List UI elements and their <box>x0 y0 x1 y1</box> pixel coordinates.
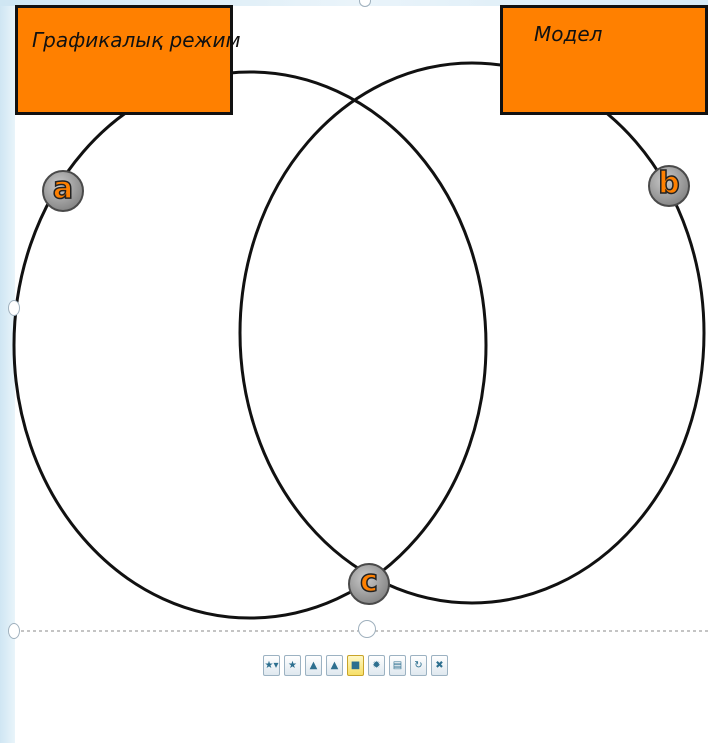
badge-a[interactable]: a <box>42 170 84 212</box>
rotate-icon: ↻ <box>414 660 423 671</box>
shape-toolbar: ★▾ ★ ▲ ▲ ■ ✹ ▤ ↻ ✖ <box>263 655 448 676</box>
bring-forward-icon: ▲ <box>309 660 318 671</box>
bring-forward-button[interactable]: ▲ <box>305 655 322 676</box>
table-icon: ▤ <box>392 660 403 671</box>
badge-c-label: c <box>359 564 378 599</box>
left-circle[interactable] <box>12 70 488 620</box>
right-circle[interactable] <box>238 61 706 605</box>
arrange-layers-icon: ■ <box>350 660 361 671</box>
resize-handle-bottom-left[interactable] <box>8 623 20 639</box>
gear-button[interactable]: ✹ <box>368 655 385 676</box>
badge-c[interactable]: c <box>348 563 390 605</box>
arrange-layers-button[interactable]: ■ <box>347 655 364 676</box>
table-button[interactable]: ▤ <box>389 655 406 676</box>
right-title-box[interactable]: Модел <box>500 5 708 115</box>
close-icon: ✖ <box>435 660 444 671</box>
right-title-text: Модел <box>534 22 603 46</box>
left-edge-strip <box>0 0 15 743</box>
close-button[interactable]: ✖ <box>431 655 448 676</box>
star-add-icon: ★ <box>288 660 297 671</box>
star-add-button[interactable]: ★ <box>284 655 301 676</box>
star-dropdown-button[interactable]: ★▾ <box>263 655 280 676</box>
rotate-button[interactable]: ↻ <box>410 655 427 676</box>
badge-a-label: a <box>52 171 74 206</box>
gear-icon: ✹ <box>372 660 381 671</box>
top-edge-strip <box>0 0 708 6</box>
rotate-handle-bottom[interactable] <box>358 620 376 638</box>
badge-b-label: b <box>657 166 680 201</box>
triangle-shape-icon: ▲ <box>330 660 339 671</box>
left-title-text: Графикалық режим <box>32 28 241 52</box>
badge-b[interactable]: b <box>648 165 690 207</box>
triangle-shape-button[interactable]: ▲ <box>326 655 343 676</box>
resize-handle-left[interactable] <box>8 300 20 316</box>
left-title-box[interactable]: Графикалық режим <box>15 5 241 115</box>
star-dropdown-icon: ★▾ <box>264 660 279 671</box>
